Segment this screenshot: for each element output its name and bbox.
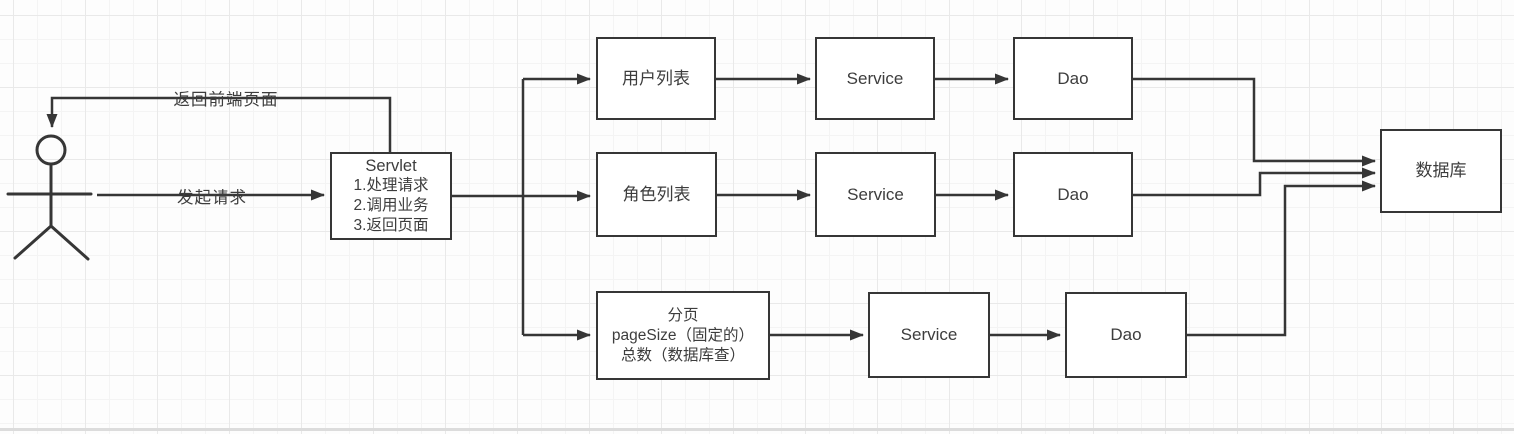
paging-line-3: 总数（数据库查）: [620, 346, 745, 364]
service-paging-label: Service: [900, 325, 958, 344]
database-label: 数据库: [1415, 161, 1467, 180]
node-service-role: Service: [815, 152, 936, 237]
node-user-list: 用户列表: [596, 37, 716, 120]
edge-dao-paging-to-database: [1187, 180, 1376, 337]
node-servlet: Servlet 1.处理请求 2.调用业务 3.返回页面: [330, 152, 452, 240]
user-list-label: 用户列表: [622, 68, 690, 88]
dao-role-label: Dao: [1057, 184, 1089, 204]
edge-label-return-page: 返回前端页面: [173, 91, 279, 109]
node-dao-user: Dao: [1013, 37, 1133, 120]
service-role-label: Service: [847, 184, 904, 204]
role-list-label: 角色列表: [622, 184, 691, 204]
servlet-step-2: 2.调用业务: [353, 197, 429, 214]
edge-label-send-request: 发起请求: [177, 189, 247, 207]
edge-dao-user-to-database: [1133, 77, 1376, 167]
node-service-user: Service: [815, 37, 935, 120]
node-database: 数据库: [1380, 129, 1502, 213]
service-user-label: Service: [846, 68, 904, 88]
actor-legs: [13, 223, 90, 261]
node-dao-role: Dao: [1013, 152, 1133, 237]
node-role-list: 角色列表: [596, 152, 717, 237]
node-paging: 分页 pageSize（固定的） 总数（数据库查）: [596, 291, 770, 380]
servlet-step-3: 3.返回页面: [353, 217, 429, 234]
paging-line-1: 分页: [667, 306, 699, 324]
actor-head: [35, 134, 67, 166]
dao-paging-label: Dao: [1110, 325, 1142, 344]
paging-line-2: pageSize（固定的）: [611, 326, 755, 344]
servlet-step-1: 1.处理请求: [353, 177, 429, 194]
edge-return-to-user: [46, 96, 392, 152]
user-actor-figure: [6, 134, 93, 261]
node-dao-paging: Dao: [1065, 292, 1187, 378]
dao-user-label: Dao: [1057, 68, 1089, 88]
bottom-edge-rule: [0, 428, 1514, 431]
node-service-paging: Service: [868, 292, 990, 378]
edge-dao-role-to-database: [1133, 167, 1376, 197]
servlet-title: Servlet: [365, 157, 417, 175]
